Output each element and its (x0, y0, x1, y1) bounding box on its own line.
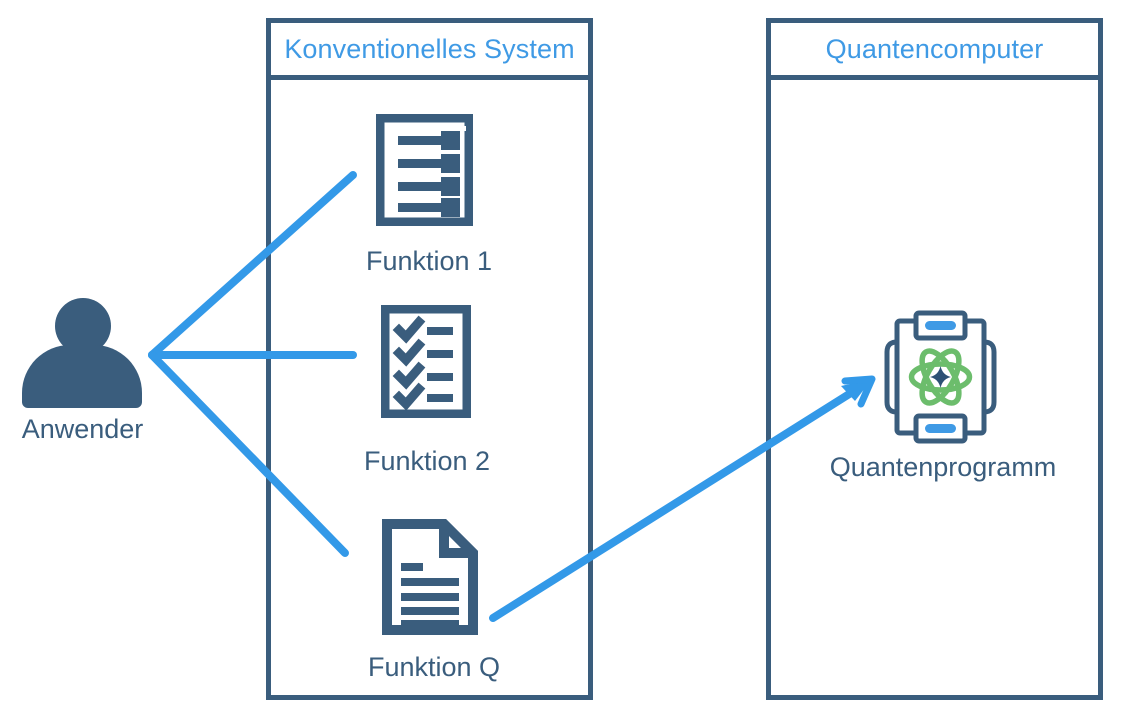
text-document-icon (382, 519, 478, 635)
funktion-2-icon (380, 304, 472, 419)
quantum-computer-title: Quantencomputer (825, 33, 1044, 64)
funktion-q-label: Funktion Q (367, 652, 501, 682)
conventional-system-header: Konventionelles System (266, 18, 593, 80)
funktion-1-label: Funktion 1 (365, 246, 493, 276)
anwender-label: Anwender (21, 414, 144, 444)
quantum-computer-header: Quantencomputer (766, 18, 1103, 80)
quantenprogramm-label: Quantenprogramm (829, 452, 1057, 482)
person-body-icon (22, 345, 142, 408)
funktion-q-icon (382, 519, 478, 635)
list-document-icon (373, 111, 476, 229)
conventional-system-title: Konventionelles System (284, 33, 575, 64)
person-head-icon (55, 298, 111, 354)
funktion-2-label: Funktion 2 (363, 446, 491, 476)
atom-orbits (908, 348, 973, 406)
atom-nucleus-star-icon (930, 366, 951, 388)
checklist-icon (380, 304, 472, 419)
quantenprogramm-icon (873, 307, 1008, 447)
funktion-1-icon (373, 111, 476, 229)
anwender-person-icon (22, 298, 142, 408)
quantum-chip-atom-icon (884, 310, 997, 444)
